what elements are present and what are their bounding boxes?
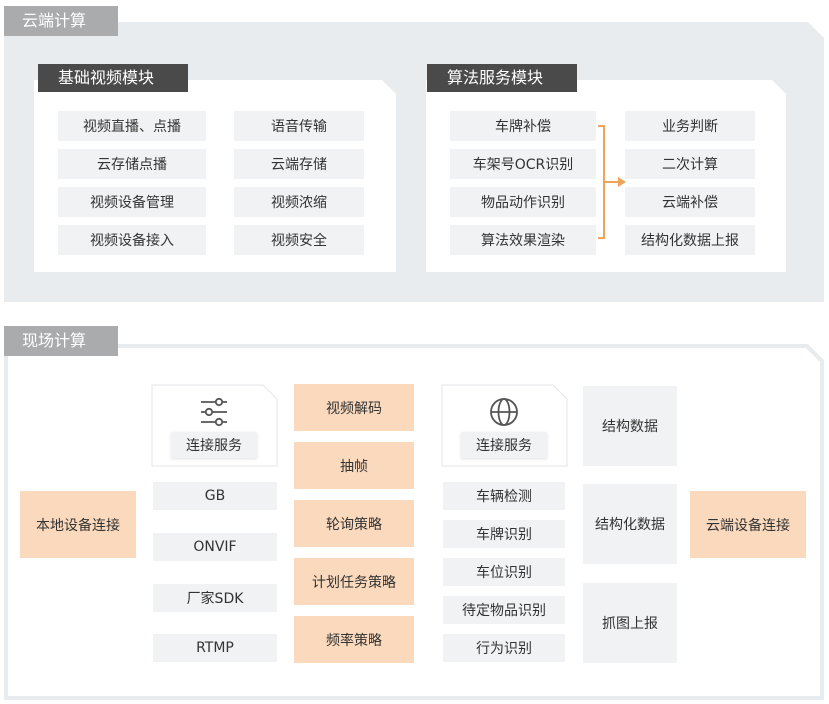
cloud-section-title: 云端计算 [4, 6, 118, 36]
protocol-item: GB [153, 482, 277, 510]
recog-item: 车辆检测 [443, 482, 565, 510]
recog-item: 待定物品识别 [443, 596, 565, 624]
pipeline-item: 轮询策略 [294, 500, 414, 547]
recog-item: 车位识别 [443, 558, 565, 586]
basic-item-synopsis: 视频浓缩 [234, 187, 364, 217]
basic-module-title: 基础视频模块 [38, 64, 188, 92]
pipeline-item: 频率策略 [294, 616, 414, 663]
output-item: 结构数据 [583, 386, 677, 466]
pipeline-item: 计划任务策略 [294, 558, 414, 605]
algo-bracket-arrow [598, 125, 626, 239]
recog-item: 行为识别 [443, 634, 565, 662]
algo-right-item: 业务判断 [625, 111, 755, 141]
protocol-item: 厂家SDK [153, 584, 277, 612]
basic-item-voice: 语音传输 [234, 111, 364, 141]
conn-service-label: 连接服务 [461, 432, 547, 458]
algo-left-item: 车架号OCR识别 [450, 149, 596, 179]
basic-item-cloud-storage: 云端存储 [234, 149, 364, 179]
basic-item-security: 视频安全 [234, 225, 364, 255]
edge-section-title: 现场计算 [4, 326, 118, 356]
output-item: 结构化数据 [583, 484, 677, 564]
protocol-item: RTMP [153, 634, 277, 662]
algo-module-title: 算法服务模块 [427, 64, 577, 92]
pipeline-item: 视频解码 [294, 384, 414, 431]
protocol-item: ONVIF [153, 533, 277, 561]
basic-item-cloud-vod: 云存储点播 [58, 149, 206, 179]
sliders-icon [201, 397, 227, 427]
basic-item-device-mgmt: 视频设备管理 [58, 187, 206, 217]
conn-service-label: 连接服务 [171, 432, 257, 458]
algo-right-item: 结构化数据上报 [625, 225, 755, 255]
basic-item-device-access: 视频设备接入 [58, 225, 206, 255]
pipeline-item: 抽帧 [294, 442, 414, 489]
recog-item: 车牌识别 [443, 520, 565, 548]
globe-icon [490, 398, 518, 426]
algo-right-item: 二次计算 [625, 149, 755, 179]
algo-left-item: 物品动作识别 [450, 187, 596, 217]
cloud-device-connect: 云端设备连接 [690, 491, 806, 558]
local-device-connect: 本地设备连接 [20, 491, 136, 558]
algo-left-item: 算法效果渲染 [450, 225, 596, 255]
algo-left-item: 车牌补偿 [450, 111, 596, 141]
output-item: 抓图上报 [583, 583, 677, 663]
algo-right-item: 云端补偿 [625, 187, 755, 217]
basic-item-live: 视频直播、点播 [58, 111, 206, 141]
